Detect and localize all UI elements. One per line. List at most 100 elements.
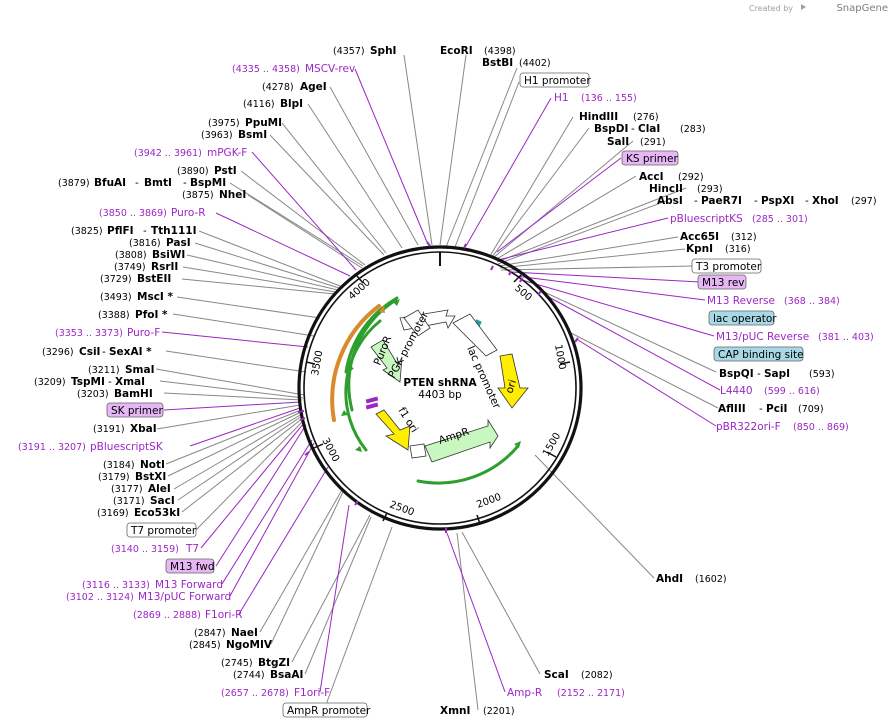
primer-sk[interactable]: SK primer <box>111 405 163 417</box>
site-tspmi[interactable]: TspMI <box>71 376 105 388</box>
svg-text:-: - <box>102 346 106 358</box>
site-clai[interactable]: ClaI <box>638 123 660 135</box>
primer-t7[interactable]: T7 <box>185 543 199 555</box>
site-pflfi[interactable]: PflFI <box>107 225 134 237</box>
site-position: (709) <box>798 404 824 415</box>
primer-m13-fwd[interactable]: M13 fwd <box>170 561 215 573</box>
site-bmti[interactable]: BmtI <box>144 177 172 189</box>
primer-amp-r[interactable]: Amp-R <box>507 687 542 699</box>
site-ahdi[interactable]: AhdI <box>656 573 683 585</box>
site-psti[interactable]: PstI <box>214 165 237 177</box>
site-position: (3808) <box>115 250 147 261</box>
site-position: (3211) <box>88 365 120 376</box>
primer-puro-r[interactable]: Puro-R <box>171 207 206 219</box>
site-xbai[interactable]: XbaI <box>130 423 157 435</box>
site-absi[interactable]: AbsI <box>657 195 683 207</box>
site-tth111i[interactable]: Tth111I <box>151 225 196 237</box>
site-bsmi[interactable]: BsmI <box>238 129 267 141</box>
site-csii[interactable]: CsiI <box>79 346 100 358</box>
site-rsrii[interactable]: RsrII <box>151 261 178 273</box>
site-noti[interactable]: NotI <box>140 459 165 471</box>
feature-lac-operator[interactable]: lac operator <box>713 313 777 325</box>
site-sphi[interactable]: SphI <box>370 45 396 57</box>
site-xmai[interactable]: XmaI <box>115 376 145 388</box>
svg-text:-: - <box>135 177 139 189</box>
site-sapi[interactable]: SapI <box>764 368 790 380</box>
site-btgzi[interactable]: BtgZI <box>258 657 290 669</box>
feature-ampr-promoter[interactable]: AmpR promoter <box>287 705 371 717</box>
site-hincii[interactable]: HincII <box>649 183 683 195</box>
site-sali[interactable]: SalI <box>607 136 629 148</box>
site-position: (4357) <box>333 46 365 57</box>
site-kpni[interactable]: KpnI <box>686 243 713 255</box>
feature-cap-binding-site[interactable]: CAP binding site <box>718 349 804 361</box>
primer-position: (3102 .. 3124) <box>66 592 134 603</box>
site-bspmi[interactable]: BspMI <box>190 177 226 189</box>
primer-h1[interactable]: H1 <box>554 92 569 104</box>
site-bstxi[interactable]: BstXI <box>135 471 166 483</box>
primer-m13-puc-reverse[interactable]: M13/pUC Reverse <box>716 331 809 343</box>
site-position: (3203) <box>77 389 109 400</box>
site-bsteii[interactable]: BstEII <box>137 273 171 285</box>
primer-pbluescriptsk[interactable]: pBluescriptSK <box>90 441 164 453</box>
primer-mpgk-f[interactable]: mPGK-F <box>207 147 247 159</box>
primer-f1ori-f[interactable]: F1ori-F <box>294 687 330 699</box>
tick-label: 1500 <box>541 431 563 459</box>
enzyme-separators: - - - - - - - - - - - <box>102 123 809 415</box>
site-bsiwi[interactable]: BsiWI <box>152 249 185 261</box>
site-xhoi[interactable]: XhoI <box>812 195 839 207</box>
primer-ks[interactable]: KS primer <box>626 153 678 165</box>
site-bspdi[interactable]: BspDI <box>594 123 628 135</box>
site-pasi[interactable]: PasI <box>166 237 191 249</box>
site-bfuai[interactable]: BfuAI <box>94 177 126 189</box>
primer-m13-reverse[interactable]: M13 Reverse <box>707 295 775 307</box>
svg-text:-: - <box>631 123 635 135</box>
site-blpi[interactable]: BlpI <box>280 98 303 110</box>
primer-pbr322ori-f[interactable]: pBR322ori-F <box>716 421 781 433</box>
site-eco53ki[interactable]: Eco53kI <box>134 507 180 519</box>
site-bamhi[interactable]: BamHI <box>114 388 153 400</box>
site-xmni[interactable]: XmnI <box>440 705 470 717</box>
site-ecori[interactable]: EcoRI <box>440 45 473 57</box>
primer-pbluescriptks[interactable]: pBluescriptKS <box>670 213 743 225</box>
site-sexai[interactable]: SexAI * <box>109 346 152 358</box>
primer-m13-forward[interactable]: M13 Forward <box>155 579 223 591</box>
primer-position: (3942 .. 3961) <box>134 148 202 159</box>
site-scai[interactable]: ScaI <box>544 669 569 681</box>
site-saci[interactable]: SacI <box>150 495 175 507</box>
site-pfoi[interactable]: PfoI * <box>135 309 168 321</box>
site-bspqi[interactable]: BspQI <box>719 368 754 380</box>
primer-l4440[interactable]: L4440 <box>720 385 753 397</box>
site-hindiii[interactable]: HindIII <box>579 111 618 123</box>
site-pspxi[interactable]: PspXI <box>761 195 794 207</box>
site-position: (293) <box>697 184 723 195</box>
site-afliii[interactable]: AflIII <box>718 403 746 415</box>
feature-h1-promoter[interactable]: H1 promoter <box>524 75 591 87</box>
site-paer7i[interactable]: PaeR7I <box>701 195 742 207</box>
site-ppumi[interactable]: PpuMI <box>245 117 282 129</box>
feature-box <box>519 72 590 88</box>
site-alei[interactable]: AleI <box>148 483 171 495</box>
feature-t3-promoter[interactable]: T3 promoter <box>695 261 762 273</box>
site-bstbi[interactable]: BstBI <box>482 57 513 69</box>
primer-position: (3353 .. 3373) <box>55 328 123 339</box>
site-position: (2745) <box>221 658 253 669</box>
site-ngomiv[interactable]: NgoMIV <box>226 639 273 651</box>
site-agei[interactable]: AgeI <box>300 81 327 93</box>
site-naei[interactable]: NaeI <box>231 627 258 639</box>
site-bsaai[interactable]: BsaAI <box>270 669 303 681</box>
site-acci[interactable]: AccI <box>639 171 663 183</box>
cut-site-marks <box>297 241 579 533</box>
site-acc65i[interactable]: Acc65I <box>680 231 719 243</box>
site-smai[interactable]: SmaI <box>125 364 155 376</box>
primer-puro-f[interactable]: Puro-F <box>127 327 160 339</box>
primer-f1ori-r[interactable]: F1ori-R <box>205 609 242 621</box>
site-position: (2082) <box>581 670 613 681</box>
feature-t7-promoter[interactable]: T7 promoter <box>130 525 197 537</box>
primer-m13-rev[interactable]: M13 rev <box>702 277 745 289</box>
site-nhei[interactable]: NheI <box>219 189 246 201</box>
site-msci[interactable]: MscI * <box>137 291 173 303</box>
site-pcii[interactable]: PciI <box>766 403 787 415</box>
primer-mscv-rev[interactable]: MSCV-rev <box>305 63 355 75</box>
primer-m13-puc-forward[interactable]: M13/pUC Forward <box>138 591 231 603</box>
